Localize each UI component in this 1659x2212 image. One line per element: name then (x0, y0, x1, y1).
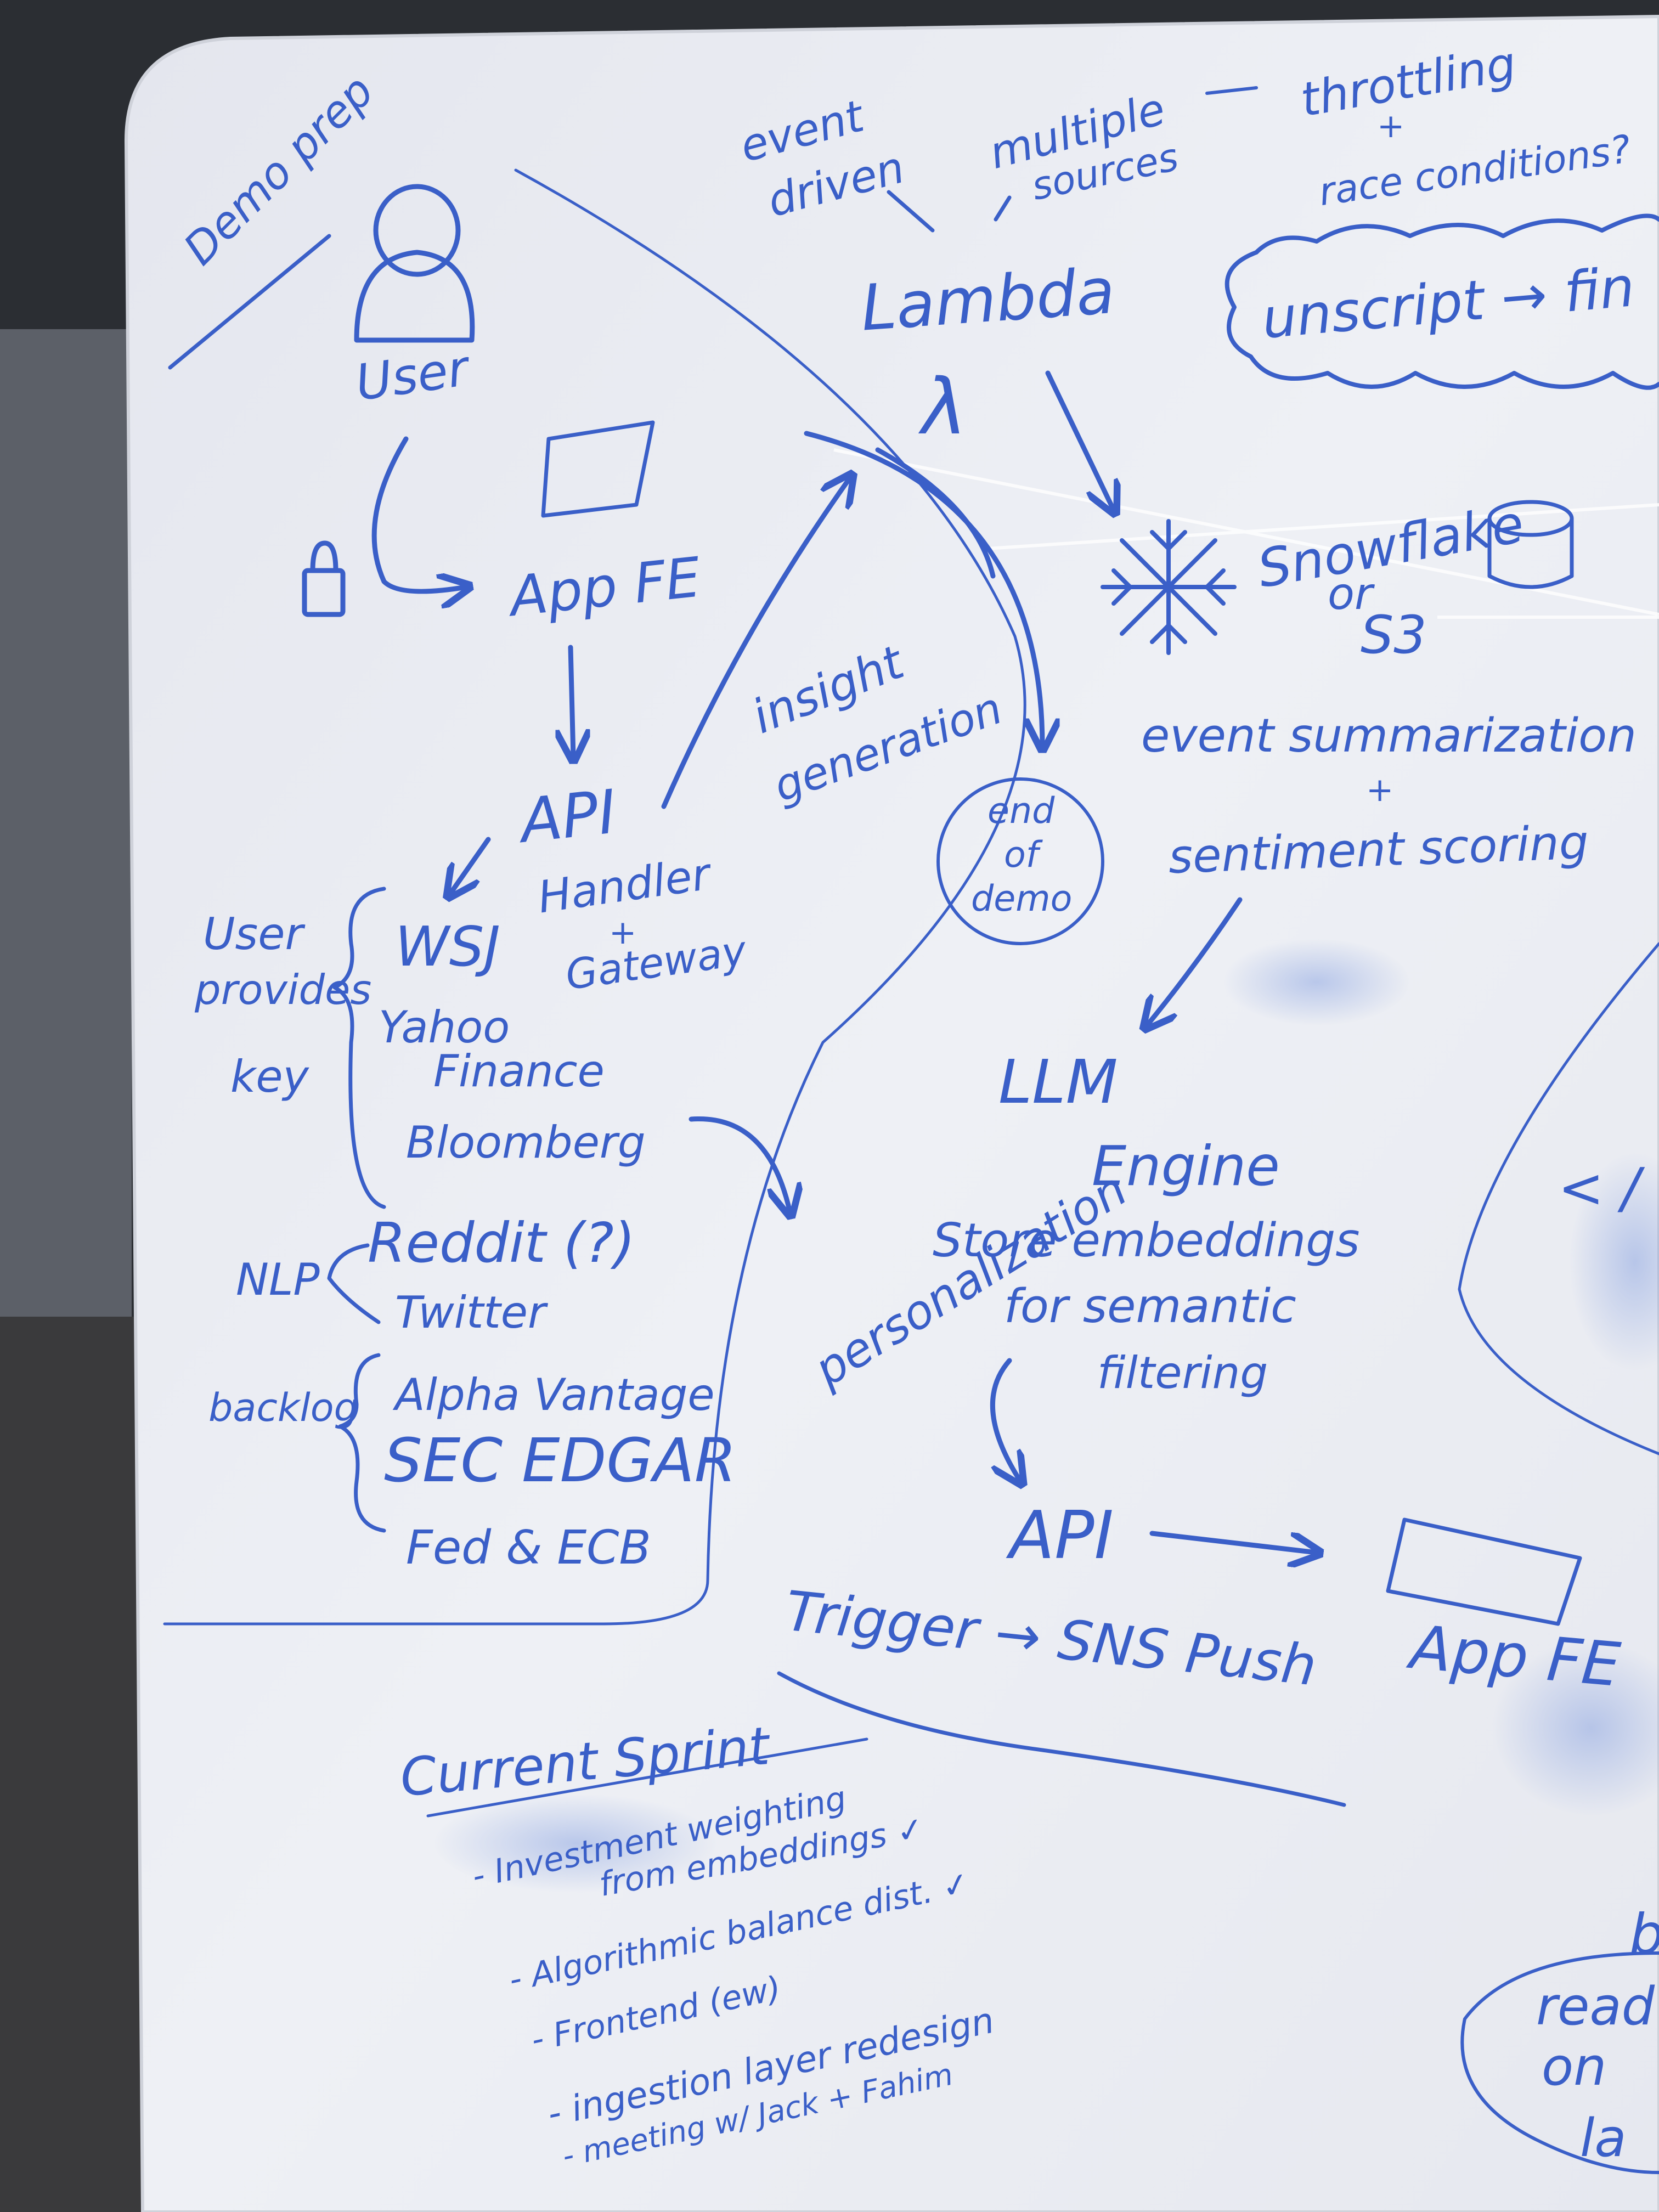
end-label: end (988, 791, 1055, 832)
right-edge-mark: < / (1558, 1156, 1645, 1220)
user-icon (354, 184, 475, 343)
filtering-label: filtering (1097, 1347, 1268, 1398)
key-label: key (230, 1051, 310, 1102)
lambda-label: Lambda (859, 255, 1117, 346)
fed-ecb-label: Fed & ECB (406, 1521, 651, 1575)
llm-label: LLM (998, 1047, 1118, 1117)
boundary-curve (163, 168, 1026, 1626)
alpha-vantage-label: Alpha Vantage (392, 1369, 715, 1420)
lock-icon (302, 540, 346, 617)
la-label: la (1580, 2108, 1627, 2169)
wsj-label: WSJ (395, 915, 500, 979)
api-label: API (514, 776, 619, 856)
room-window (0, 329, 132, 1372)
reddit-label: Reddit (?) (368, 1211, 635, 1275)
provides-label: provides (194, 966, 371, 1014)
nlp-label: NLP (236, 1254, 320, 1305)
smudge (1223, 938, 1410, 1026)
demo-prep-underline (168, 234, 331, 370)
brace (332, 887, 386, 1209)
brace (327, 1243, 381, 1324)
on-label: on (1542, 2037, 1606, 2097)
plus-label: + (609, 913, 636, 952)
connector-mark (994, 195, 1012, 222)
embeddings-to-api-arrow (990, 1358, 1020, 1481)
app-to-api-arrow (571, 645, 573, 757)
yahoo-label: Yahoo (379, 1002, 510, 1053)
demo-label: demo (971, 878, 1072, 919)
brace (338, 1353, 386, 1533)
user-provides-label: User (203, 909, 306, 960)
snowflake-icon (1101, 519, 1237, 655)
engine-label: Engine (1092, 1134, 1280, 1198)
lambda-to-snowflake-arrow (1045, 370, 1114, 510)
api-to-wsj-arrow (450, 837, 491, 894)
right-curve (1458, 942, 1659, 1455)
end-of-demo-circle (936, 777, 1104, 945)
or-label: or (1328, 568, 1375, 619)
smudge (433, 1794, 719, 1893)
store-embeddings-label: Store embeddings (933, 1214, 1360, 1268)
whiteboard-surface (124, 14, 1659, 2212)
lambda-symbol: λ (918, 363, 967, 452)
user-to-app-arrow (371, 436, 466, 591)
smudge (1492, 1640, 1659, 1816)
app-screen-icon-right (1386, 1517, 1582, 1626)
summary-to-llm-arrow (1147, 897, 1243, 1026)
read-label: read (1536, 1977, 1655, 2037)
sprint-underline (426, 1737, 868, 1818)
trigger-underline (777, 1671, 1346, 1807)
smudge (1569, 1152, 1659, 1372)
app-screen-icon (541, 420, 655, 518)
of-label: of (1004, 834, 1043, 876)
s3-label: S3 (1361, 605, 1427, 665)
sources-to-llm-arrow (689, 1116, 790, 1212)
throttling-plus: + (1377, 107, 1404, 145)
sec-edgar-label: SEC EDGAR (384, 1425, 736, 1496)
connector-mark (1205, 86, 1258, 95)
read-on-circle (1460, 1951, 1659, 2174)
twitter-label: Twitter (395, 1287, 549, 1338)
cloud-shape (1224, 213, 1659, 390)
api-bottom-label: API (1006, 1498, 1114, 1574)
summarization-label: event summarization (1141, 709, 1637, 763)
insight-arrow (661, 477, 850, 809)
api-to-app-arrow (1149, 1531, 1317, 1553)
connector-mark (887, 190, 935, 233)
database-icon (1487, 500, 1574, 589)
summarization-plus: + (1366, 771, 1393, 809)
room-floor (0, 1317, 143, 2212)
to-end-of-demo-arrow (804, 431, 1042, 746)
backlog-label: backlog (208, 1385, 358, 1430)
semantic-label: for semantic (1004, 1279, 1296, 1334)
to-snowflake-arrow-a (875, 447, 996, 579)
finance-label: Finance (433, 1046, 605, 1097)
right-edge-letter: b (1629, 1902, 1659, 1966)
bloomberg-label: Bloomberg (406, 1117, 646, 1168)
